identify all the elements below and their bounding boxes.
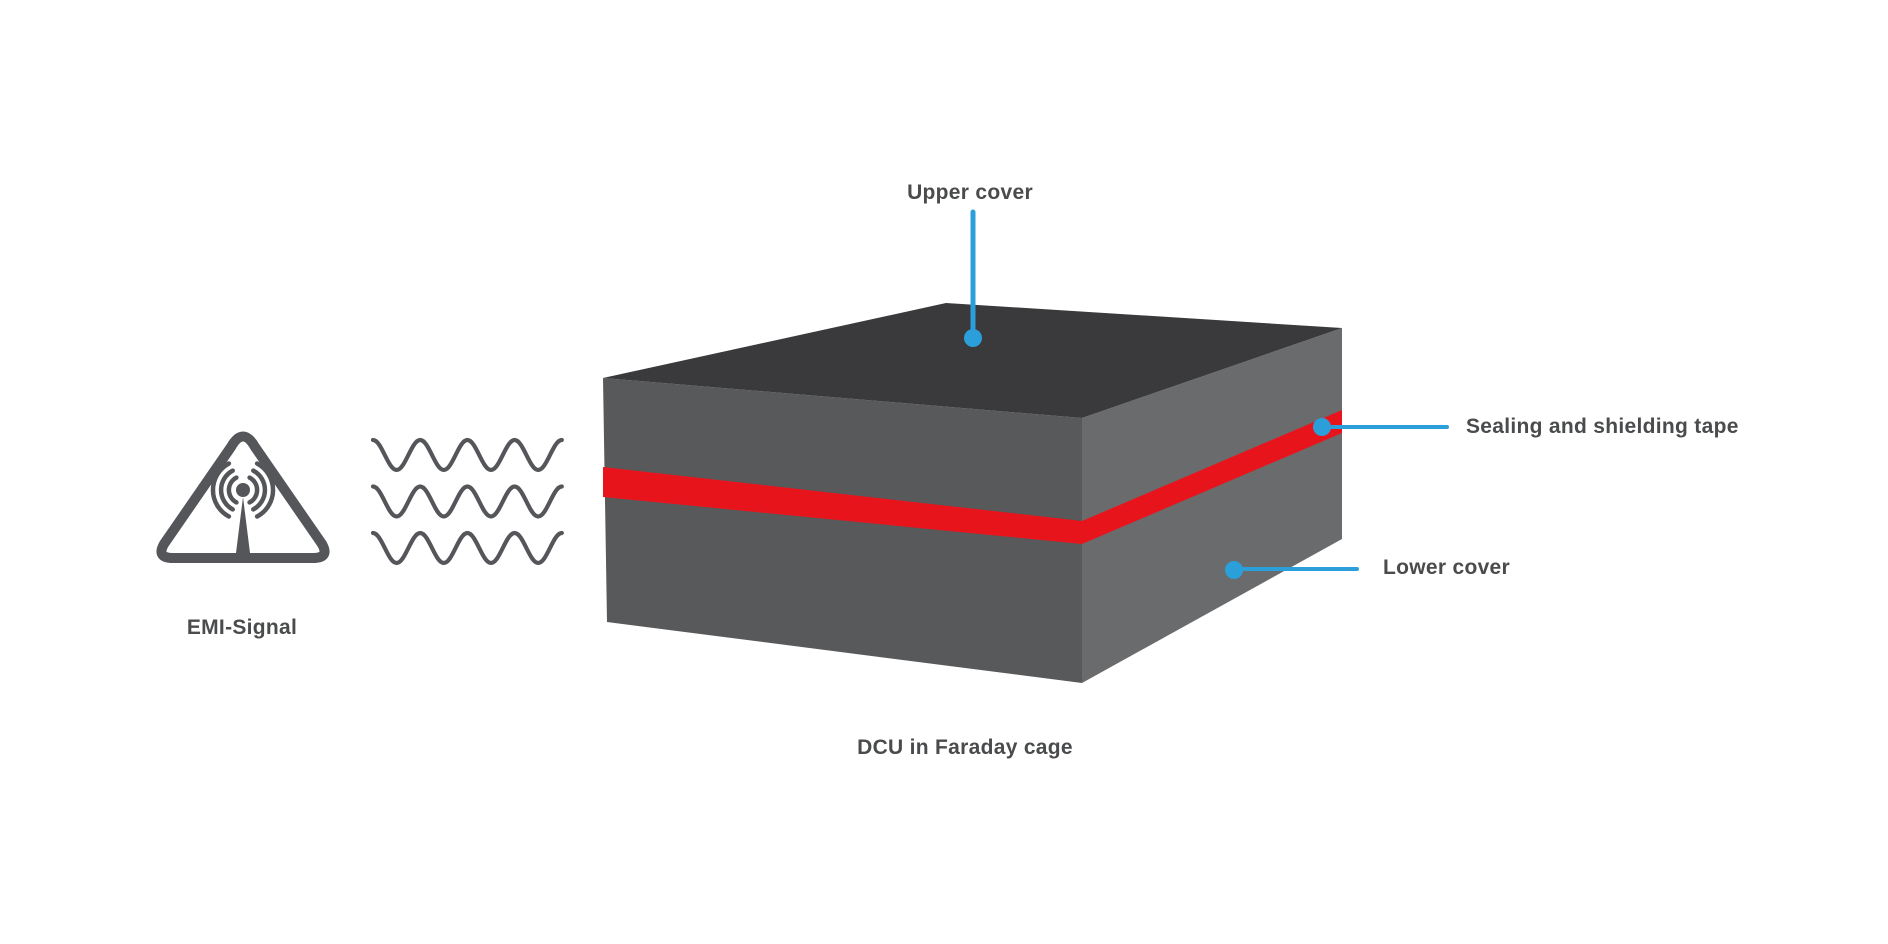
box-right-face [1082,328,1342,683]
warning-triangle-outline [156,431,330,563]
em-wave-line-2 [370,484,564,519]
upper-cover-label: Upper cover [907,181,1033,204]
sealing-tape-right-band [1082,410,1342,544]
diagram-caption: DCU in Faraday cage [857,736,1073,759]
emi-warning-triangle-icon [156,431,330,563]
antenna-hub [236,483,250,497]
box-top-face-upper-cover [603,303,1342,418]
box-front-face-lower-cover [603,378,1082,683]
sealing-tape-callout [1313,418,1449,436]
sealing-tape-front-band [603,467,1082,544]
callout-dot [964,329,982,347]
em-wave-line-1 [370,437,564,473]
callout-dot [1225,561,1243,579]
em-waves-icon [370,437,564,566]
em-wave-line-3 [370,530,564,566]
sealing-tape-label: Sealing and shielding tape [1466,415,1739,438]
callout-dot [1313,418,1331,436]
antenna-mast [235,497,251,557]
upper-cover-callout [964,209,982,347]
lower-cover-label: Lower cover [1383,556,1511,579]
lower-cover-callout [1225,561,1359,579]
emi-signal-label: EMI-Signal [186,616,298,639]
antenna-wave-arcs [210,461,276,519]
faraday-cage-box [603,303,1342,683]
